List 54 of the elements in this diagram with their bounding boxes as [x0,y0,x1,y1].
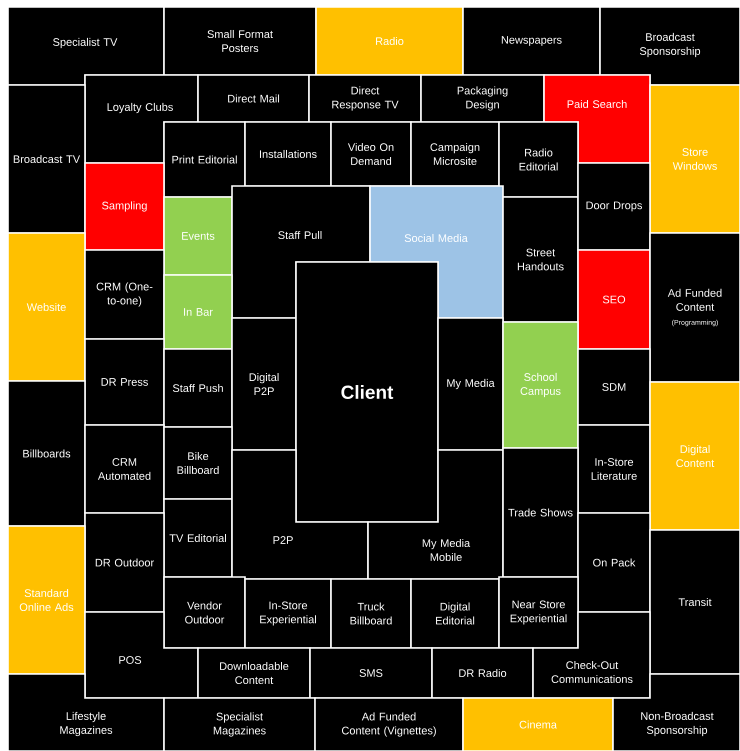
media-tile: Video On Demand [330,121,412,187]
media-tile: Staff Push [163,348,233,428]
media-tile: Packaging Design [420,74,545,123]
media-tile: Digital Content [649,381,740,531]
media-tile: Trade Shows [502,447,579,578]
media-tile: Truck Billboard [330,578,412,649]
media-tile: Small Format Posters [163,6,317,76]
media-tile: DR Outdoor [84,512,165,613]
media-tile: Social Media [369,185,504,319]
media-tile: Digital Editorial [410,578,500,649]
media-tile: Downloadable Content [197,647,311,699]
media-tile: Vendor Outdoor [163,576,246,649]
media-tile: CRM Automated [84,424,165,514]
media-tile: Street Handouts [502,196,579,323]
media-tile: Direct Response TV [308,74,422,123]
media-tile: In-Store Literature [577,424,651,514]
media-tile: TV Editorial [163,498,233,578]
media-tile: Cinema [462,697,614,751]
media-tile: In-Store Experiential [244,578,332,649]
media-tile: Broadcast Sponsorship [599,6,740,86]
media-tile: SEO [577,249,651,350]
media-tile: Billboards [7,380,86,527]
media-tile: In Bar [163,274,233,350]
media-tile: On Pack [577,512,651,613]
media-tile: DR Radio [431,647,534,699]
media-tile: SMS [309,647,433,699]
media-tile: Sampling [84,162,165,251]
media-tile: Bike Billboard [163,426,233,500]
media-tile: Ad Funded Content (Vignettes) [314,697,464,751]
media-tile: Broadcast TV [7,84,86,234]
media-tile: Standard Online Ads [7,525,86,675]
media-tile: Specialist TV [7,6,165,86]
media-tile: Direct Mail [197,74,310,123]
node-label: Lifestyle Magazines [60,712,112,736]
media-tile: Door Drops [577,162,651,251]
media-tile: Lifestyle Magazines [7,673,165,751]
media-tile: Digital P2P [231,317,297,451]
media-tile: Newspapers [462,6,601,76]
media-tile: Print Editorial [163,121,246,198]
media-tile: SDM [577,348,651,426]
media-tile: Radio Editorial [498,121,579,198]
media-tile: My Media [437,317,504,451]
media-tile: DR Press [84,338,165,426]
media-tile: Radio [315,6,464,76]
media-tile: Near Store Experiential [498,576,579,649]
media-tile: CRM (One-to-one) [84,249,165,340]
media-tile: Transit [649,529,740,675]
media-tile: Installations [244,121,332,187]
media-tile: Campaign Microsite [410,121,500,187]
media-tile: School Campus [502,321,579,449]
media-tile: Store Windows [649,84,740,234]
media-tile: Website [7,232,86,382]
media-tile: Specialist Magazines [163,697,316,751]
media-tile: Events [163,196,233,276]
